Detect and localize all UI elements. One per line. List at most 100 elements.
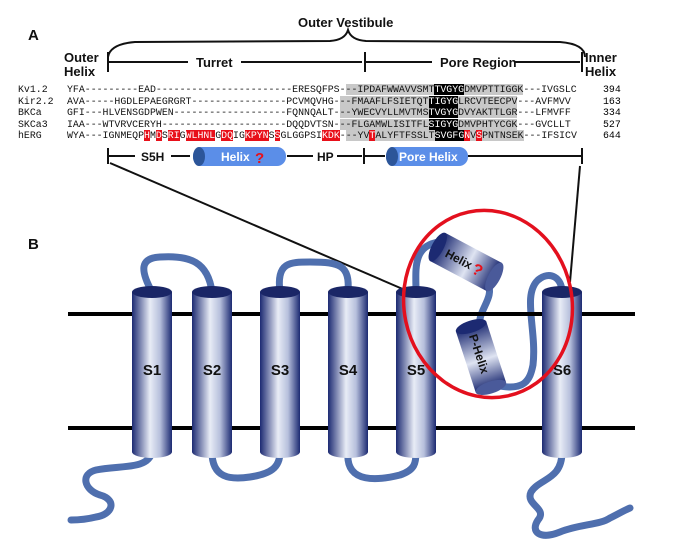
pore-region-label: Pore Region (440, 55, 517, 70)
herg-segment: - (339, 130, 346, 141)
herg-segment: KDK (321, 130, 340, 141)
segment-label: S2 (203, 362, 221, 379)
sequence-name: BKCa (18, 107, 42, 118)
sequence-segment-gap: -- (345, 84, 358, 95)
loop-s4-s5 (344, 448, 420, 483)
outer-vestibule-label: Outer Vestibule (298, 15, 394, 30)
sequence-name: SKCa3 (18, 118, 48, 130)
herg-segment: RI (167, 130, 180, 141)
helix-cylinder-s4: S4 (328, 286, 368, 458)
sequence-segment-filter: TIGYG (428, 95, 459, 107)
sequence-segment-pore-a: IPDAFWWAVVSMT (357, 84, 435, 95)
sequence-name: Kv1.2 (18, 84, 48, 95)
connector-line-left (109, 162, 406, 291)
question-mark: ? (255, 150, 264, 167)
helix-question-cylinder: Helix ? (428, 232, 504, 292)
sequence-segment-gap: -- (339, 107, 352, 118)
sequence-row: WYA---IGNMEQPHMDSRIGWLHNLGDQIGKPYNSSGLGG… (67, 130, 577, 142)
loop-s3-s4 (275, 258, 352, 296)
herg-segment: S (161, 130, 168, 141)
region-bracket (107, 52, 583, 72)
helix-cylinder-s5: S5 (396, 286, 436, 458)
sequence-segment-post: ---IVGSLC (523, 84, 577, 95)
sequence-segment-gap: -- (339, 118, 352, 130)
herg-segment: V (470, 130, 477, 141)
herg-segment: WLHNL (185, 130, 216, 141)
sequence-name: Kir2.2 (18, 95, 54, 107)
sequence-segment-pre: IAA---WTVRVCERYH---------------------DQQ… (67, 118, 340, 130)
herg-segment: ALYFTFSSLT (375, 130, 435, 141)
sequence-segment-pore-b: DMVPTTIGGK (464, 84, 524, 95)
helix-question-bar: Helix ? (193, 147, 286, 167)
p-helix-cylinder: P-Helix (455, 319, 507, 395)
segment-label: S6 (553, 362, 571, 379)
herg-segment: YV (357, 130, 370, 141)
outer-vestibule-brace (107, 26, 586, 58)
herg-segment: G (179, 130, 186, 141)
loop-s2-s3 (208, 448, 284, 482)
herg-segment: -- (345, 130, 358, 141)
structure-bar (107, 148, 583, 164)
herg-segment: S (274, 130, 281, 141)
sequence-segment-pore-b: DMVPHTYCGK (458, 118, 518, 130)
helix-cylinder-s3: S3 (260, 286, 300, 458)
c-terminus (526, 448, 634, 539)
inner-helix-line1: Inner (585, 50, 617, 65)
sequence-segment-post: ---LFMVFF (517, 107, 571, 118)
panel-b-label: B (28, 236, 39, 253)
sequence-row: GFI---HLVENSGDPWEN-------------------FQN… (67, 107, 577, 119)
helix-cylinder-s1: S1 (132, 286, 172, 458)
herg-segment: PNTNSEK (482, 130, 524, 141)
residue-number: 644 (603, 130, 621, 141)
sequence-alignment: YFA---------EAD-----------------------ER… (67, 84, 577, 142)
pore-region-highlight-ellipse (401, 208, 575, 400)
segment-label: S4 (339, 362, 358, 379)
sequence-segment-filter: SIGYG (428, 118, 459, 130)
sequence-segment-pore-b: DVYAKTTLGR (458, 107, 518, 118)
herg-segment: ---IFSICV (523, 130, 577, 141)
herg-segment: DQ (221, 130, 234, 141)
segment-label: S5 (407, 362, 425, 379)
sequence-segment-filter: TVGYG (434, 84, 465, 95)
herg-segment: D (155, 130, 162, 141)
sequence-segment-filter: TVGYG (428, 107, 459, 118)
sequence-segment-pre: AVA-----HGDLEPAEGRGRT----------------PCV… (67, 95, 340, 107)
outer-helix-line2: Helix (64, 64, 96, 79)
sequence-name: hERG (18, 130, 42, 141)
sequence-row: IAA---WTVRVCERYH---------------------DQQ… (67, 118, 577, 131)
hp-label: HP (317, 150, 334, 164)
sequence-segment-pre: YFA---------EAD-----------------------ER… (67, 84, 346, 95)
outer-helix-line1: Outer (64, 50, 99, 65)
residue-number: 334 (603, 107, 621, 118)
pore-helix-bar: Pore Helix (386, 147, 468, 166)
herg-segment: N (464, 130, 471, 141)
herg-segment: T (369, 130, 376, 141)
panel-a-label: A (28, 27, 39, 44)
herg-segment: S (268, 130, 275, 141)
herg-segment: KPYN (244, 130, 269, 141)
herg-segment: GLGGPSI (280, 130, 322, 141)
herg-segment: IG (233, 130, 245, 141)
inner-helix-line2: Helix (585, 64, 617, 79)
segment-label: S3 (271, 362, 289, 379)
pore-helix-bar-label: Pore Helix (399, 150, 458, 164)
helix-question-bar-label: Helix (221, 150, 250, 164)
sequence-segment-pre: GFI---HLVENSGDPWEN-------------------FQN… (67, 107, 340, 118)
segment-label: S1 (143, 362, 161, 379)
residue-number: 527 (603, 118, 621, 130)
sequence-segment-post: ---GVCLLT (517, 118, 571, 130)
sequence-row: YFA---------EAD-----------------------ER… (67, 84, 577, 96)
sequence-segment-pore-a: YWECVYLLMVTMS (351, 107, 429, 118)
sequence-row: AVA-----HGDLEPAEGRGRT----------------PCV… (67, 95, 577, 108)
herg-segment: G (215, 130, 222, 141)
sequence-segment-pore-b: LRCVTEECPV (458, 95, 518, 107)
herg-segment: WYA---IGNMEQP (67, 130, 145, 141)
connector-line-right (569, 165, 581, 283)
turret-label: Turret (196, 55, 233, 70)
herg-segment: H (144, 130, 150, 141)
residue-number: 163 (603, 95, 621, 107)
